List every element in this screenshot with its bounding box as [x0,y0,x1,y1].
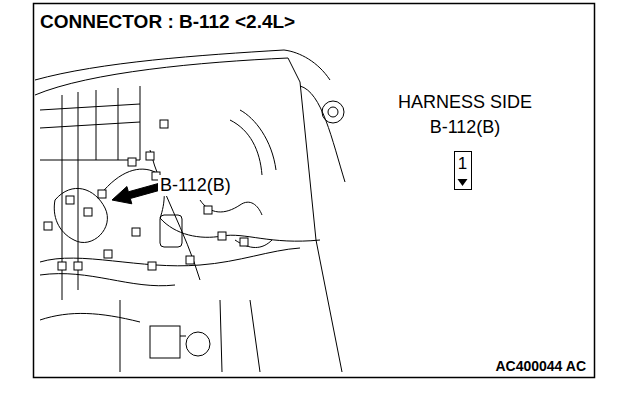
connector-symbols [44,120,248,270]
outer-frame [34,4,595,378]
connector-title: CONNECTOR : B-112 <2.4L> [40,11,295,33]
location-arrow [112,183,161,204]
connector-code: B-112(B) [380,117,550,138]
lock-triangle [455,178,470,188]
lock-triangle-shape [457,179,467,186]
harness-side-label: HARNESS SIDE [380,92,550,113]
connector-pin-box: 1 [454,151,472,190]
engine-bay-drawing [35,50,345,372]
pin-number: 1 [455,152,471,174]
connector-callout: B-112(B) [158,175,233,196]
figure-code: AC400044 AC [495,358,586,374]
